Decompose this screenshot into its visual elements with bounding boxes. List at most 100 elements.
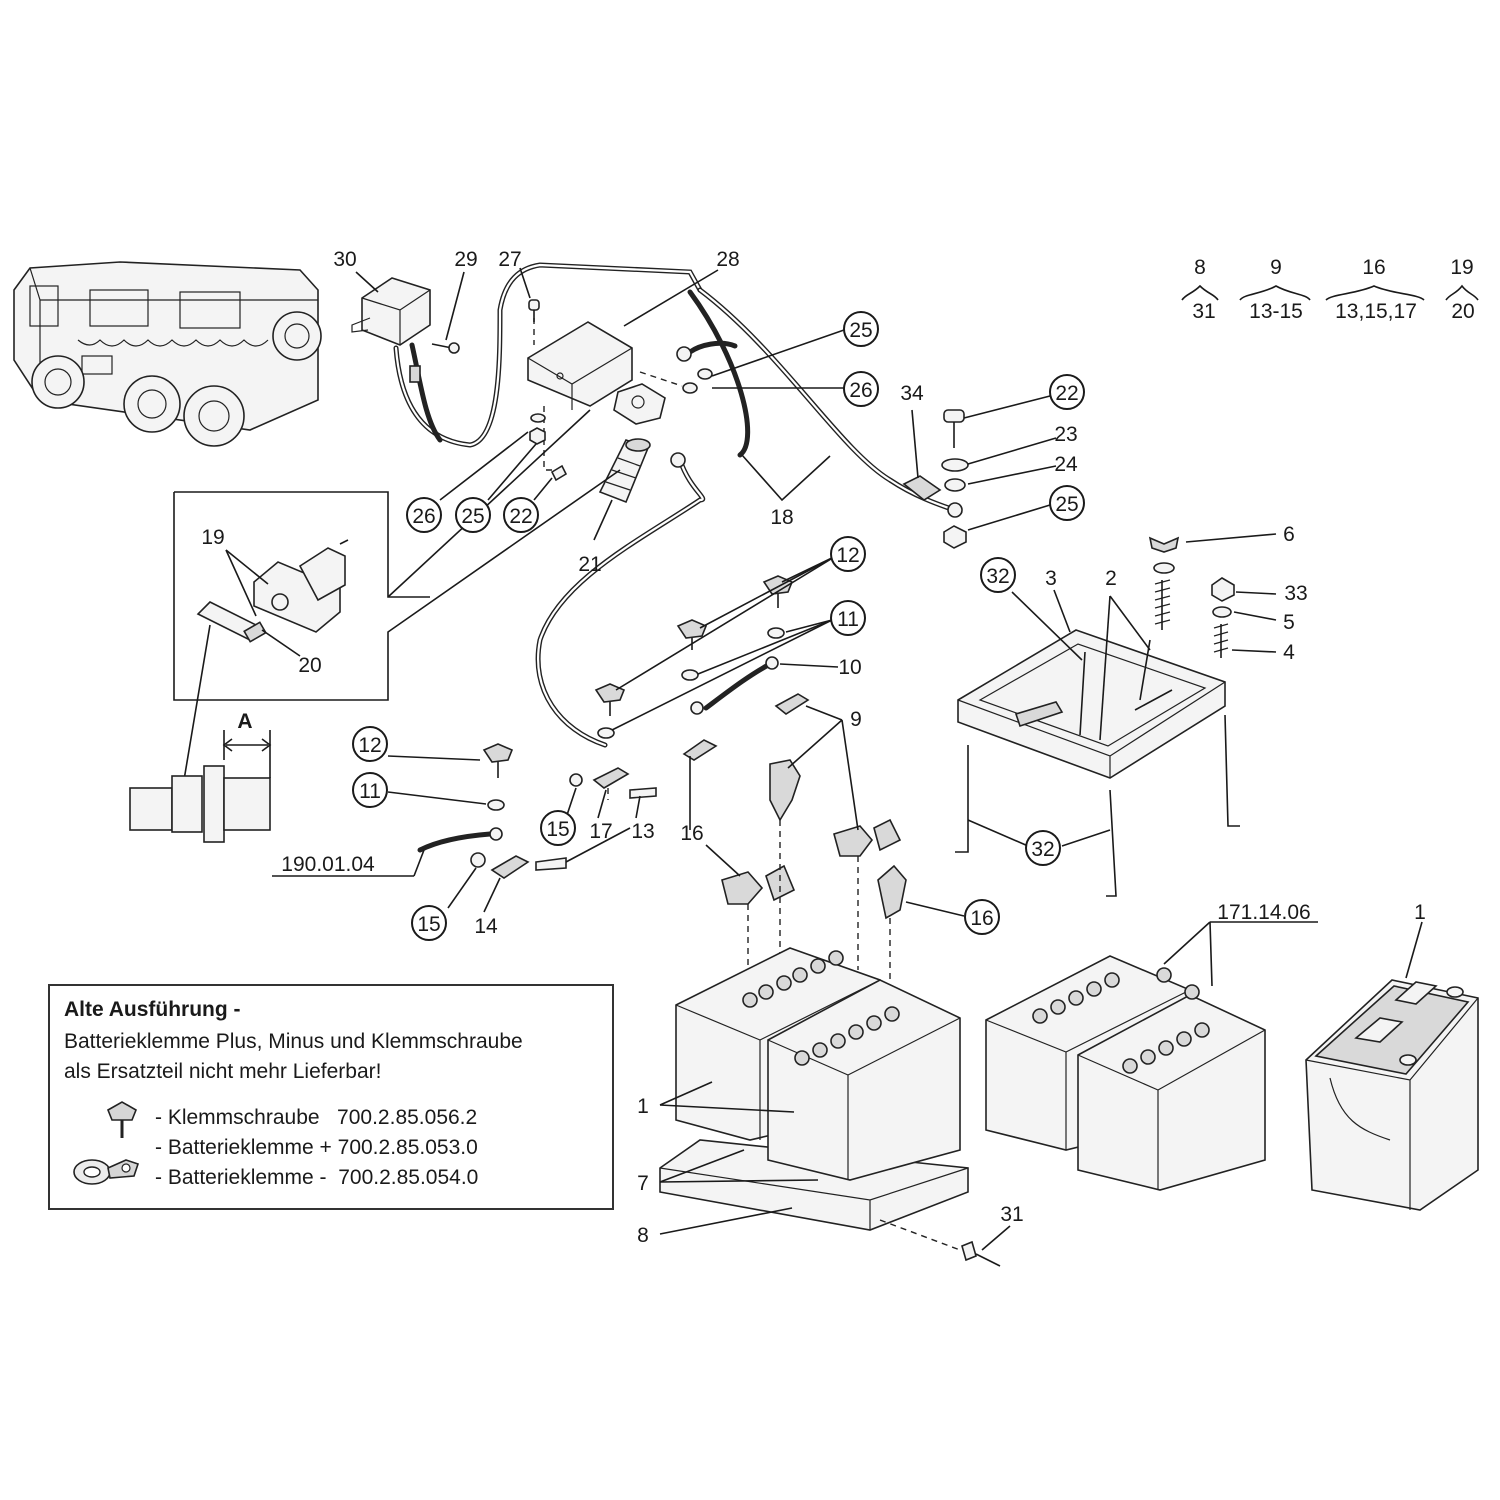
callout-label: 11 [359,780,381,803]
callout-label: 26 [849,379,872,402]
springs-2-4 [1148,536,1235,658]
group-bottom: 31 [1192,300,1215,323]
callout-label: 22 [1055,382,1078,405]
callout-23: 23 [1054,423,1077,446]
screw-29 [431,342,460,354]
callout-31: 31 [1000,1203,1023,1226]
leader-lines [272,267,1479,1251]
callout-33: 33 [1284,582,1307,605]
callout-label: 16 [970,907,993,930]
callout-22-right: 22 [1049,374,1085,410]
fasteners-22-25 [941,409,969,549]
callout-7: 7 [637,1172,649,1195]
battery-clamp-icon [73,1159,140,1185]
bolt-27 [528,299,540,322]
bolt-31 [879,1219,1001,1267]
legend-box: Alte Ausführung - Batterieklemme Plus, M… [48,984,614,1210]
callout-16-left: 16 [680,822,703,845]
cable-18 [535,287,963,748]
wing-screw-icon [106,1101,138,1138]
callout-1-single: 1 [1414,901,1426,924]
callout-25-right: 25 [1049,485,1085,521]
callout-15-left: 15 [411,905,447,941]
callout-label: 25 [849,319,872,342]
group-top: 9 [1270,256,1282,279]
group-top: 19 [1450,256,1473,279]
strap-10 [690,656,779,715]
callout-1: 1 [637,1095,649,1118]
callout-26-top: 26 [843,371,879,407]
callout-label: 32 [986,565,1009,588]
battery-pair-right [985,955,1266,1191]
callout-label: 12 [836,544,859,567]
boot-21 [598,438,651,504]
callout-18: 18 [770,506,793,529]
legend-title: Alte Ausführung - [64,998,241,1021]
battery-tray-3 [955,629,1240,897]
group-top: 8 [1194,256,1206,279]
callout-label: 25 [1055,493,1078,516]
callout-9: 9 [850,708,862,731]
callout-19: 19 [201,526,224,549]
ref-190-01-04: 190.01.04 [281,853,375,876]
legend-line-1: Batterieklemme Plus, Minus und Klemmschr… [64,1030,523,1053]
callout-3: 3 [1045,567,1057,590]
terminals-16 [721,759,907,1035]
callout-25-top: 25 [843,311,879,347]
legend-line-2: als Ersatzteil nicht mehr Lieferbar! [64,1060,382,1083]
relay-30 [351,262,703,448]
group-bottom: 13-15 [1249,300,1303,323]
legend-item-klemmschraube: - Klemmschraube 700.2.85.056.2 [155,1106,478,1129]
callout-12-right: 12 [830,536,866,572]
callout-29: 29 [454,248,477,271]
bracket-28 [527,318,683,471]
group-bottom: 20 [1451,300,1474,323]
callout-6: 6 [1283,523,1295,546]
callout-30: 30 [333,248,356,271]
callout-32-top: 32 [980,557,1016,593]
callout-12-left: 12 [352,726,388,762]
callout-11-left: 11 [352,772,388,808]
battery-pair-left [659,947,969,1231]
callout-4: 4 [1283,641,1295,664]
callout-label: 12 [358,734,381,757]
clamps-9 [470,693,810,879]
callout-11-right: 11 [830,600,866,636]
callout-label: 25 [461,505,484,528]
legend-item-batterieklemme-minus: - Batterieklemme - 700.2.85.054.0 [155,1166,479,1189]
callout-21: 21 [578,553,601,576]
battery-single [1305,979,1479,1211]
group-references: 8 31 9 13-15 16 13,15,17 19 20 [1192,256,1474,323]
callout-17: 17 [589,820,612,843]
callout-2: 2 [1105,567,1117,590]
detail-a-shaft [129,730,272,843]
callout-28: 28 [716,248,739,271]
sleeve-34 [902,475,942,501]
cable-190 [417,827,503,853]
detail-inset [173,409,621,781]
ref-171-14-06: 171.14.06 [1217,901,1310,924]
callout-15-mid: 15 [540,810,576,846]
callout-16-right: 16 [964,899,1000,935]
callout-label: 32 [1031,838,1054,861]
vehicle-illustration [13,261,322,447]
callout-32-bottom: 32 [1025,830,1061,866]
legend-item-batterieklemme-plus: - Batterieklemme + 700.2.85.053.0 [155,1136,478,1159]
callout-label: 11 [837,608,859,631]
callout-label: 15 [546,818,569,841]
washers-11 [487,627,785,811]
callout-34: 34 [900,382,924,405]
callout-label: 15 [417,913,440,936]
callout-22-left: 22 [503,497,539,533]
callout-13: 13 [631,820,654,843]
callout-5: 5 [1283,611,1295,634]
callout-26-left: 26 [406,497,442,533]
cable-terminal-top [676,340,738,394]
callout-10: 10 [838,656,861,679]
callout-25-left: 25 [455,497,491,533]
callout-8: 8 [637,1224,649,1247]
plain-callouts: 30 29 27 28 34 23 24 18 21 6 3 2 33 5 4 … [201,248,1426,1247]
callout-27: 27 [498,248,521,271]
callout-20: 20 [298,654,321,677]
